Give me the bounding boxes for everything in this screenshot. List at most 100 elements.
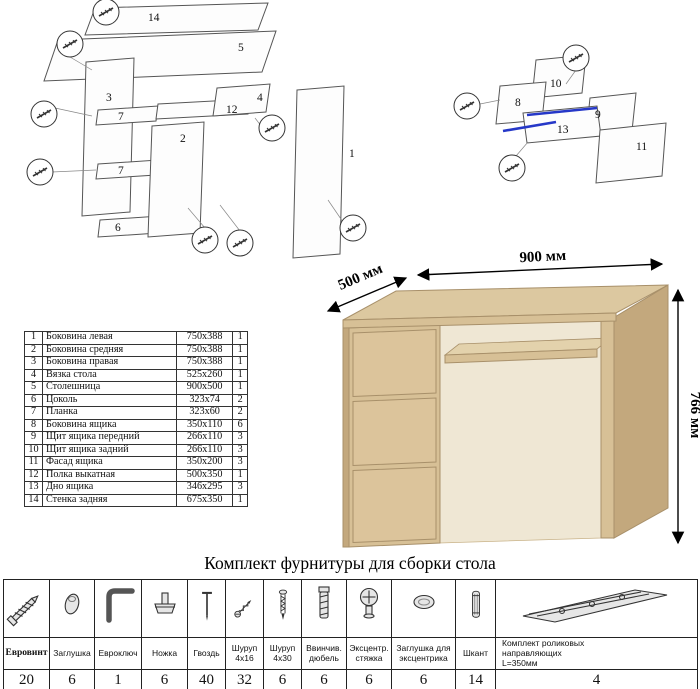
part-size: 323х74 <box>175 393 234 407</box>
drawer-front-bottom <box>352 466 437 544</box>
part-label-2: 2 <box>180 133 186 145</box>
part-name: Вязка стола <box>41 368 177 382</box>
part-size: 750х388 <box>175 356 234 370</box>
parts-row: 7 Планка 323х60 2 <box>24 406 248 420</box>
part-qty: 1 <box>232 381 248 395</box>
part-label-12: 12 <box>226 104 238 116</box>
screw-in-dowel-icon <box>318 586 330 619</box>
part-size: 350х200 <box>175 456 234 470</box>
parts-row: 6 Цоколь 323х74 2 <box>24 393 248 407</box>
cap-plug-icon <box>64 593 80 615</box>
parts-row: 13 Дно ящика 346х295 3 <box>24 481 248 495</box>
part-name: Боковина ящика <box>41 418 177 432</box>
hardware-qty: 32 <box>225 669 264 689</box>
part-number: 11 <box>24 456 43 470</box>
hardware-name: Эксцентр. стяжка <box>346 636 392 671</box>
part-qty: 3 <box>232 431 248 445</box>
desk-top-front-edge <box>342 312 617 329</box>
part-name: Боковина левая <box>41 331 177 345</box>
cam-cover-icon <box>412 594 435 610</box>
screw-callout-icon <box>191 226 219 254</box>
hardware-qty: 40 <box>187 669 226 689</box>
hardware-icon-cell <box>346 579 392 638</box>
parts-row: 8 Боковина ящика 350х110 6 <box>24 418 248 432</box>
hardware-icon-cell <box>187 579 226 638</box>
part-number: 9 <box>24 431 43 445</box>
panel-right-side <box>292 85 345 259</box>
part-name: Столешница <box>41 381 177 395</box>
screw-callout-icon <box>453 92 481 120</box>
hardware-icon-cell <box>3 579 50 638</box>
hardware-name: Заглушка для эксцентрика <box>391 636 456 671</box>
screw-callout-icon <box>339 214 367 242</box>
part-size: 900х500 <box>175 381 234 395</box>
hardware-qty-row: 20 6 1 6 40 32 6 6 6 6 14 4 <box>3 669 698 689</box>
wooden-dowel-icon <box>471 590 480 618</box>
hardware-qty: 1 <box>94 669 142 689</box>
hardware-qty: 6 <box>49 669 95 689</box>
drawer-front-middle <box>352 397 437 467</box>
hardware-name: Ножка <box>141 636 188 671</box>
part-name: Фасад ящика <box>41 456 177 470</box>
part-name: Щит ящика задний <box>41 443 177 457</box>
panel-plank-upper <box>95 105 159 126</box>
hardware-name: Шуруп 4х30 <box>263 636 302 671</box>
part-name: Щит ящика передний <box>41 431 177 445</box>
parts-row: 9 Щит ящика передний 266х110 3 <box>24 431 248 445</box>
part-qty: 1 <box>232 356 248 370</box>
part-label-10: 10 <box>550 78 562 90</box>
parts-row: 12 Полка выкатная 500х350 1 <box>24 468 248 482</box>
screw-callout-icon <box>562 44 590 72</box>
part-qty: 6 <box>232 418 248 432</box>
screw-4x30-icon <box>278 589 287 620</box>
part-number: 13 <box>24 481 43 495</box>
desk-left-edge <box>342 325 350 548</box>
hardware-name: Шуруп 4х16 <box>225 636 264 671</box>
keyboard-tray-front <box>444 348 598 364</box>
hardware-qty: 6 <box>263 669 302 689</box>
width-dimension-arrow <box>416 258 664 281</box>
hardware-qty: 6 <box>391 669 456 689</box>
part-qty: 1 <box>232 331 248 345</box>
panel-back-wall <box>84 2 269 36</box>
screw-4x16-icon <box>233 600 251 618</box>
screw-callout-icon <box>26 158 54 186</box>
part-name: Цоколь <box>41 393 177 407</box>
part-name: Боковина средняя <box>41 343 177 357</box>
desk-render: 900 мм 500 мм 766 мм <box>326 248 700 548</box>
part-size: 750х388 <box>175 343 234 357</box>
part-label-7: 7 <box>118 111 124 123</box>
hardware-qty: 14 <box>455 669 496 689</box>
hardware-icon-cell <box>49 579 95 638</box>
drawer-guide-highlight <box>502 120 557 133</box>
hardware-icon-cell <box>301 579 347 638</box>
hardware-kit-title: Комплект фурнитуры для сборки стола <box>204 553 496 573</box>
screw-callout-icon <box>258 114 286 142</box>
part-size: 750х388 <box>175 331 234 345</box>
furniture-leg-icon <box>153 592 176 614</box>
hardware-icon-cell <box>391 579 456 638</box>
part-label-1: 1 <box>349 148 355 160</box>
hardware-icon-cell <box>94 579 142 638</box>
hardware-name: Гвоздь <box>187 636 226 671</box>
drawer-bottom-edge-highlight <box>526 106 598 117</box>
part-label-14: 14 <box>148 12 160 24</box>
panel-left-side <box>81 57 135 217</box>
part-qty: 2 <box>232 393 248 407</box>
cam-lock-icon <box>359 587 379 619</box>
part-label-4: 4 <box>257 92 263 104</box>
exploded-view-desk: 14 5 3 7 7 6 12 2 4 1 <box>26 0 367 259</box>
part-size: 266х110 <box>175 443 234 457</box>
hex-key-icon <box>106 588 135 623</box>
part-qty: 3 <box>232 456 248 470</box>
part-number: 6 <box>24 393 43 407</box>
part-label-6: 6 <box>115 222 121 234</box>
part-qty: 3 <box>232 443 248 457</box>
part-qty: 1 <box>232 493 248 507</box>
exploded-assembly-diagrams: 14 5 3 7 7 6 12 2 4 1 10 <box>26 0 667 259</box>
part-number: 2 <box>24 343 43 357</box>
part-label-7: 7 <box>118 165 124 177</box>
part-label-8: 8 <box>515 97 521 109</box>
part-name: Дно ящика <box>41 481 177 495</box>
hardware-icon-cell <box>263 579 302 638</box>
